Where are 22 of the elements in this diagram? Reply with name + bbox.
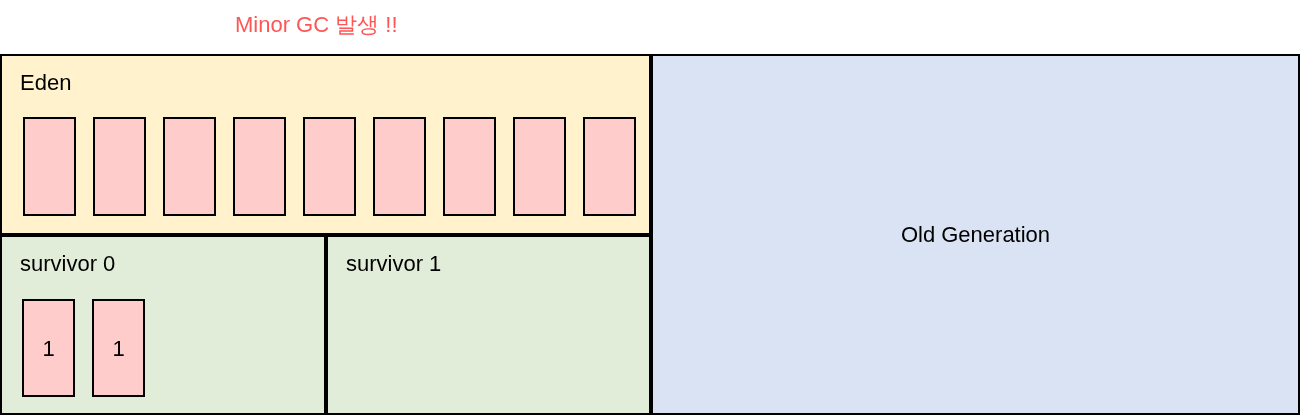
old-generation-panel: [651, 54, 1300, 415]
diagram-title: Minor GC 발생 !!: [235, 11, 398, 39]
memory-object-box: [163, 117, 216, 216]
object-age-label: 1: [112, 334, 125, 363]
memory-object-box: [583, 117, 636, 216]
memory-object-box: [22, 299, 75, 397]
region-label: Eden: [20, 69, 72, 97]
memory-object-box: [513, 117, 566, 216]
region-label: survivor 1: [346, 250, 442, 278]
memory-object-box: [303, 117, 356, 216]
memory-region-panel: [326, 235, 651, 415]
memory-region-panel: [0, 54, 651, 235]
memory-region-panel: [0, 235, 326, 415]
memory-object-box: [233, 117, 286, 216]
memory-object-box: [443, 117, 496, 216]
memory-object-box: [92, 299, 145, 397]
memory-object-box: [23, 117, 76, 216]
region-label: survivor 0: [20, 250, 116, 278]
region-label: Old Generation: [900, 221, 1051, 249]
memory-object-box: [373, 117, 426, 216]
memory-object-box: [93, 117, 146, 216]
object-age-label: 1: [42, 334, 55, 363]
